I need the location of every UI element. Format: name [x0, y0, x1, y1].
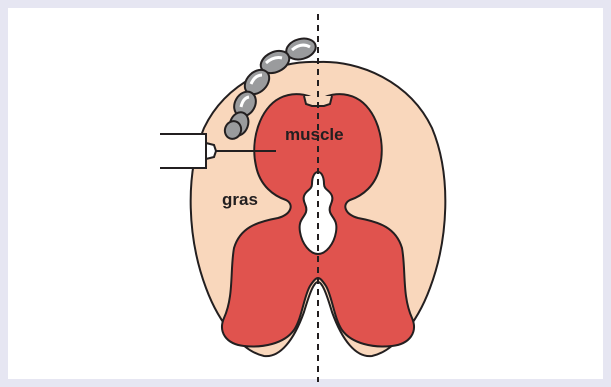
fat-label: gras	[222, 190, 258, 209]
muscle-label: muscle	[285, 125, 344, 144]
